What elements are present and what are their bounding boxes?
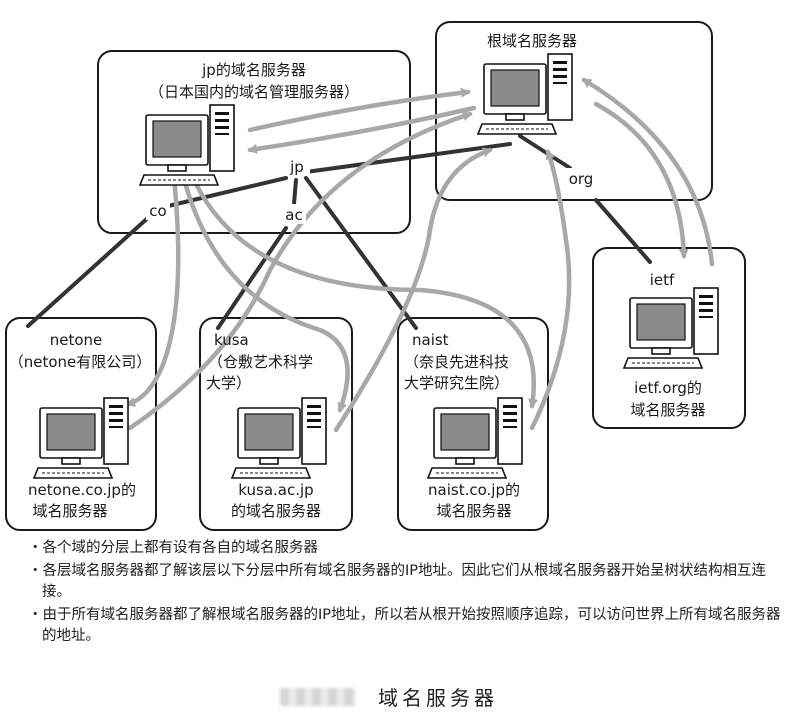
naist-server-label: naist.co.jp的 [428, 481, 520, 499]
arrow-jp-to-naist [193, 181, 538, 409]
arrow-jp-to-kusa [183, 183, 350, 413]
notes-list: ・各个域的分层上都有设有各自的域名服务器 ・各层域名服务器都了解该层以下分层中所… [28, 538, 790, 649]
naist-title: naist [412, 331, 449, 349]
caption-text: 域名服务器 [378, 686, 498, 710]
arrow-jp-to-netone [125, 175, 181, 407]
tree-line-co-netone [26, 214, 152, 328]
tree-lines [26, 134, 652, 330]
ietf-server-label-2: 域名服务器 [630, 401, 705, 419]
naist-subtitle-2: 大学研究生院） [404, 374, 509, 392]
tree-line-jp-ac [292, 178, 298, 206]
jp-server-sublabel: （日本国内的域名管理服务器） [149, 83, 359, 101]
ac-node-label: ac [285, 206, 302, 224]
jp-node-label: jp [289, 158, 304, 176]
naist-subtitle: （奈良先进科技 [404, 353, 509, 371]
tree-line-root-org [518, 134, 572, 170]
ietf-node-label: ietf [650, 271, 675, 289]
co-node-label: co [149, 202, 166, 220]
root-server-label: 根域名服务器 [487, 32, 577, 50]
kusa-title: kusa [214, 331, 249, 349]
arrow-root-to-ietf [593, 101, 689, 259]
netone-server-label-2: 域名服务器 [32, 502, 107, 520]
naist-server-label-2: 域名服务器 [436, 502, 511, 520]
note-item: ・各个域的分层上都有设有各自的域名服务器 [28, 540, 318, 556]
tree-line-jp-co [166, 176, 288, 208]
blurred-figure-number [280, 688, 356, 706]
tree-line-jp-root [304, 142, 512, 174]
arrow-naist-to-root [529, 149, 572, 431]
ietf-server-label: ietf.org的 [634, 379, 702, 397]
netone-server-label: netone.co.jp的 [28, 481, 136, 499]
tree-line-jp-naist [304, 176, 418, 330]
org-node-label: org [569, 170, 594, 188]
note-item: ・由于所有域名服务器都了解根域名服务器的IP地址，所以若从根开始按照顺序追踪，可… [28, 607, 781, 644]
arrow-kusa-to-root [333, 147, 493, 433]
figure-caption: 域名服务器 [270, 680, 530, 712]
kusa-server-label-2: 的域名服务器 [231, 502, 321, 520]
arrow-jp-to-root [247, 87, 471, 133]
netone-title: netone [50, 331, 103, 349]
jp-server-label: jp的域名服务器 [201, 61, 306, 79]
kusa-subtitle: （仓敷艺术科学 [208, 353, 313, 371]
arrow-ietf-to-root [581, 77, 715, 267]
arrow-root-to-jp [247, 105, 477, 154]
netone-subtitle: （netone有限公司） [9, 353, 152, 371]
tree-line-org-ietf [594, 198, 652, 264]
arrow-netone-to-root [127, 111, 473, 431]
note-item: ・各层域名服务器都了解该层以下分层中所有域名服务器的IP地址。因此它们从根域名服… [28, 563, 767, 600]
kusa-server-label: kusa.ac.jp [238, 481, 313, 499]
kusa-subtitle-2: 大学） [206, 374, 251, 392]
dns-diagram: 根域名服务器 jp的域名服务器 （日本国内的域名管理服务器） jp co ac … [5, 21, 746, 531]
tree-line-ac-kusa [216, 226, 288, 330]
reference-arrows [125, 77, 715, 433]
